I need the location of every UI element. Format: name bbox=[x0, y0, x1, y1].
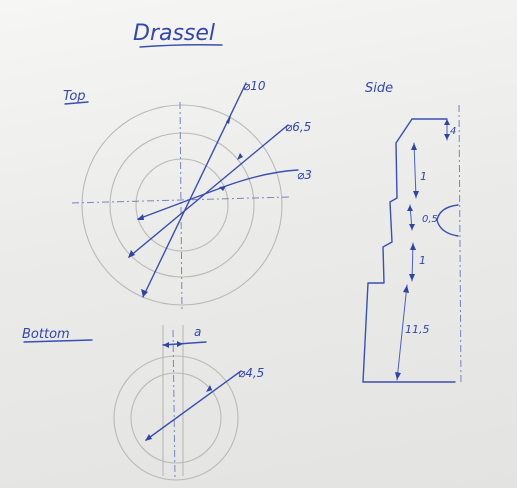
bottom-inner-circle bbox=[130, 372, 222, 464]
side-centerline bbox=[458, 104, 462, 386]
dim-11-5-line bbox=[396, 284, 408, 381]
diameter-10-label: ⌀10 bbox=[243, 79, 266, 93]
arrow-d45-upper bbox=[206, 385, 212, 392]
arrow-d45-lower bbox=[145, 434, 152, 441]
horizontal-centerline bbox=[71, 196, 291, 204]
vertical-centerline bbox=[179, 101, 183, 313]
inner-circle bbox=[135, 158, 229, 252]
arrow-slot-left bbox=[163, 342, 169, 348]
arrow-d10-upper bbox=[226, 115, 231, 124]
arrow-d10-lower bbox=[141, 289, 148, 297]
dim-1-upper-label: 1 bbox=[420, 170, 427, 183]
bottom-label-underline bbox=[23, 339, 93, 343]
side-view-label: Side bbox=[365, 81, 393, 96]
diameter-4-5-leader bbox=[145, 370, 242, 441]
dim-1-upper-arrows bbox=[411, 143, 419, 198]
top-view-label: Top bbox=[63, 89, 86, 104]
diameter-4-5-label: ⌀4,5 bbox=[238, 366, 264, 380]
arrow-slot-right bbox=[177, 341, 183, 347]
diameter-6-5-label: ⌀6,5 bbox=[285, 120, 311, 134]
side-profile-outline bbox=[362, 118, 456, 383]
dim-1-upper-line bbox=[413, 142, 417, 199]
title-underline bbox=[139, 44, 223, 48]
drawing-title: Drassel bbox=[133, 21, 215, 46]
diameter-10-leader bbox=[142, 82, 247, 298]
top-view: Top ⌀10 ⌀6,5 ⌀3 bbox=[63, 79, 312, 313]
arrow-d3-lower bbox=[137, 214, 144, 220]
side-view: Side 4 1 0,5 1 11,5 bbox=[362, 81, 462, 386]
dim-0-5-label: 0,5 bbox=[422, 214, 438, 225]
diameter-3-leader bbox=[137, 169, 299, 220]
dim-4-arrows bbox=[444, 119, 450, 140]
dim-4-label: 4 bbox=[450, 126, 456, 137]
diameter-6-5-leader bbox=[128, 124, 289, 258]
side-hole-arc bbox=[436, 204, 459, 237]
slot-width-dimension bbox=[162, 341, 207, 346]
dim-11-5-label: 11,5 bbox=[405, 323, 430, 336]
arrow-d65-upper bbox=[237, 153, 243, 160]
top-label-underline bbox=[64, 101, 89, 105]
bottom-view: Bottom a ⌀4,5 bbox=[22, 325, 264, 481]
diameter-3-label: ⌀3 bbox=[297, 168, 312, 182]
outer-circle bbox=[81, 104, 283, 306]
arrow-d65-lower bbox=[128, 250, 135, 258]
bottom-slot-lines bbox=[162, 325, 184, 476]
arrow-d3-upper bbox=[219, 186, 226, 191]
bottom-centerline bbox=[172, 329, 176, 481]
slot-width-label: a bbox=[194, 325, 201, 339]
bottom-outer-circle bbox=[113, 355, 239, 481]
dim-1-lower-label: 1 bbox=[419, 254, 426, 267]
bottom-view-label: Bottom bbox=[22, 327, 70, 342]
dim-0-5-arrows bbox=[407, 205, 415, 230]
